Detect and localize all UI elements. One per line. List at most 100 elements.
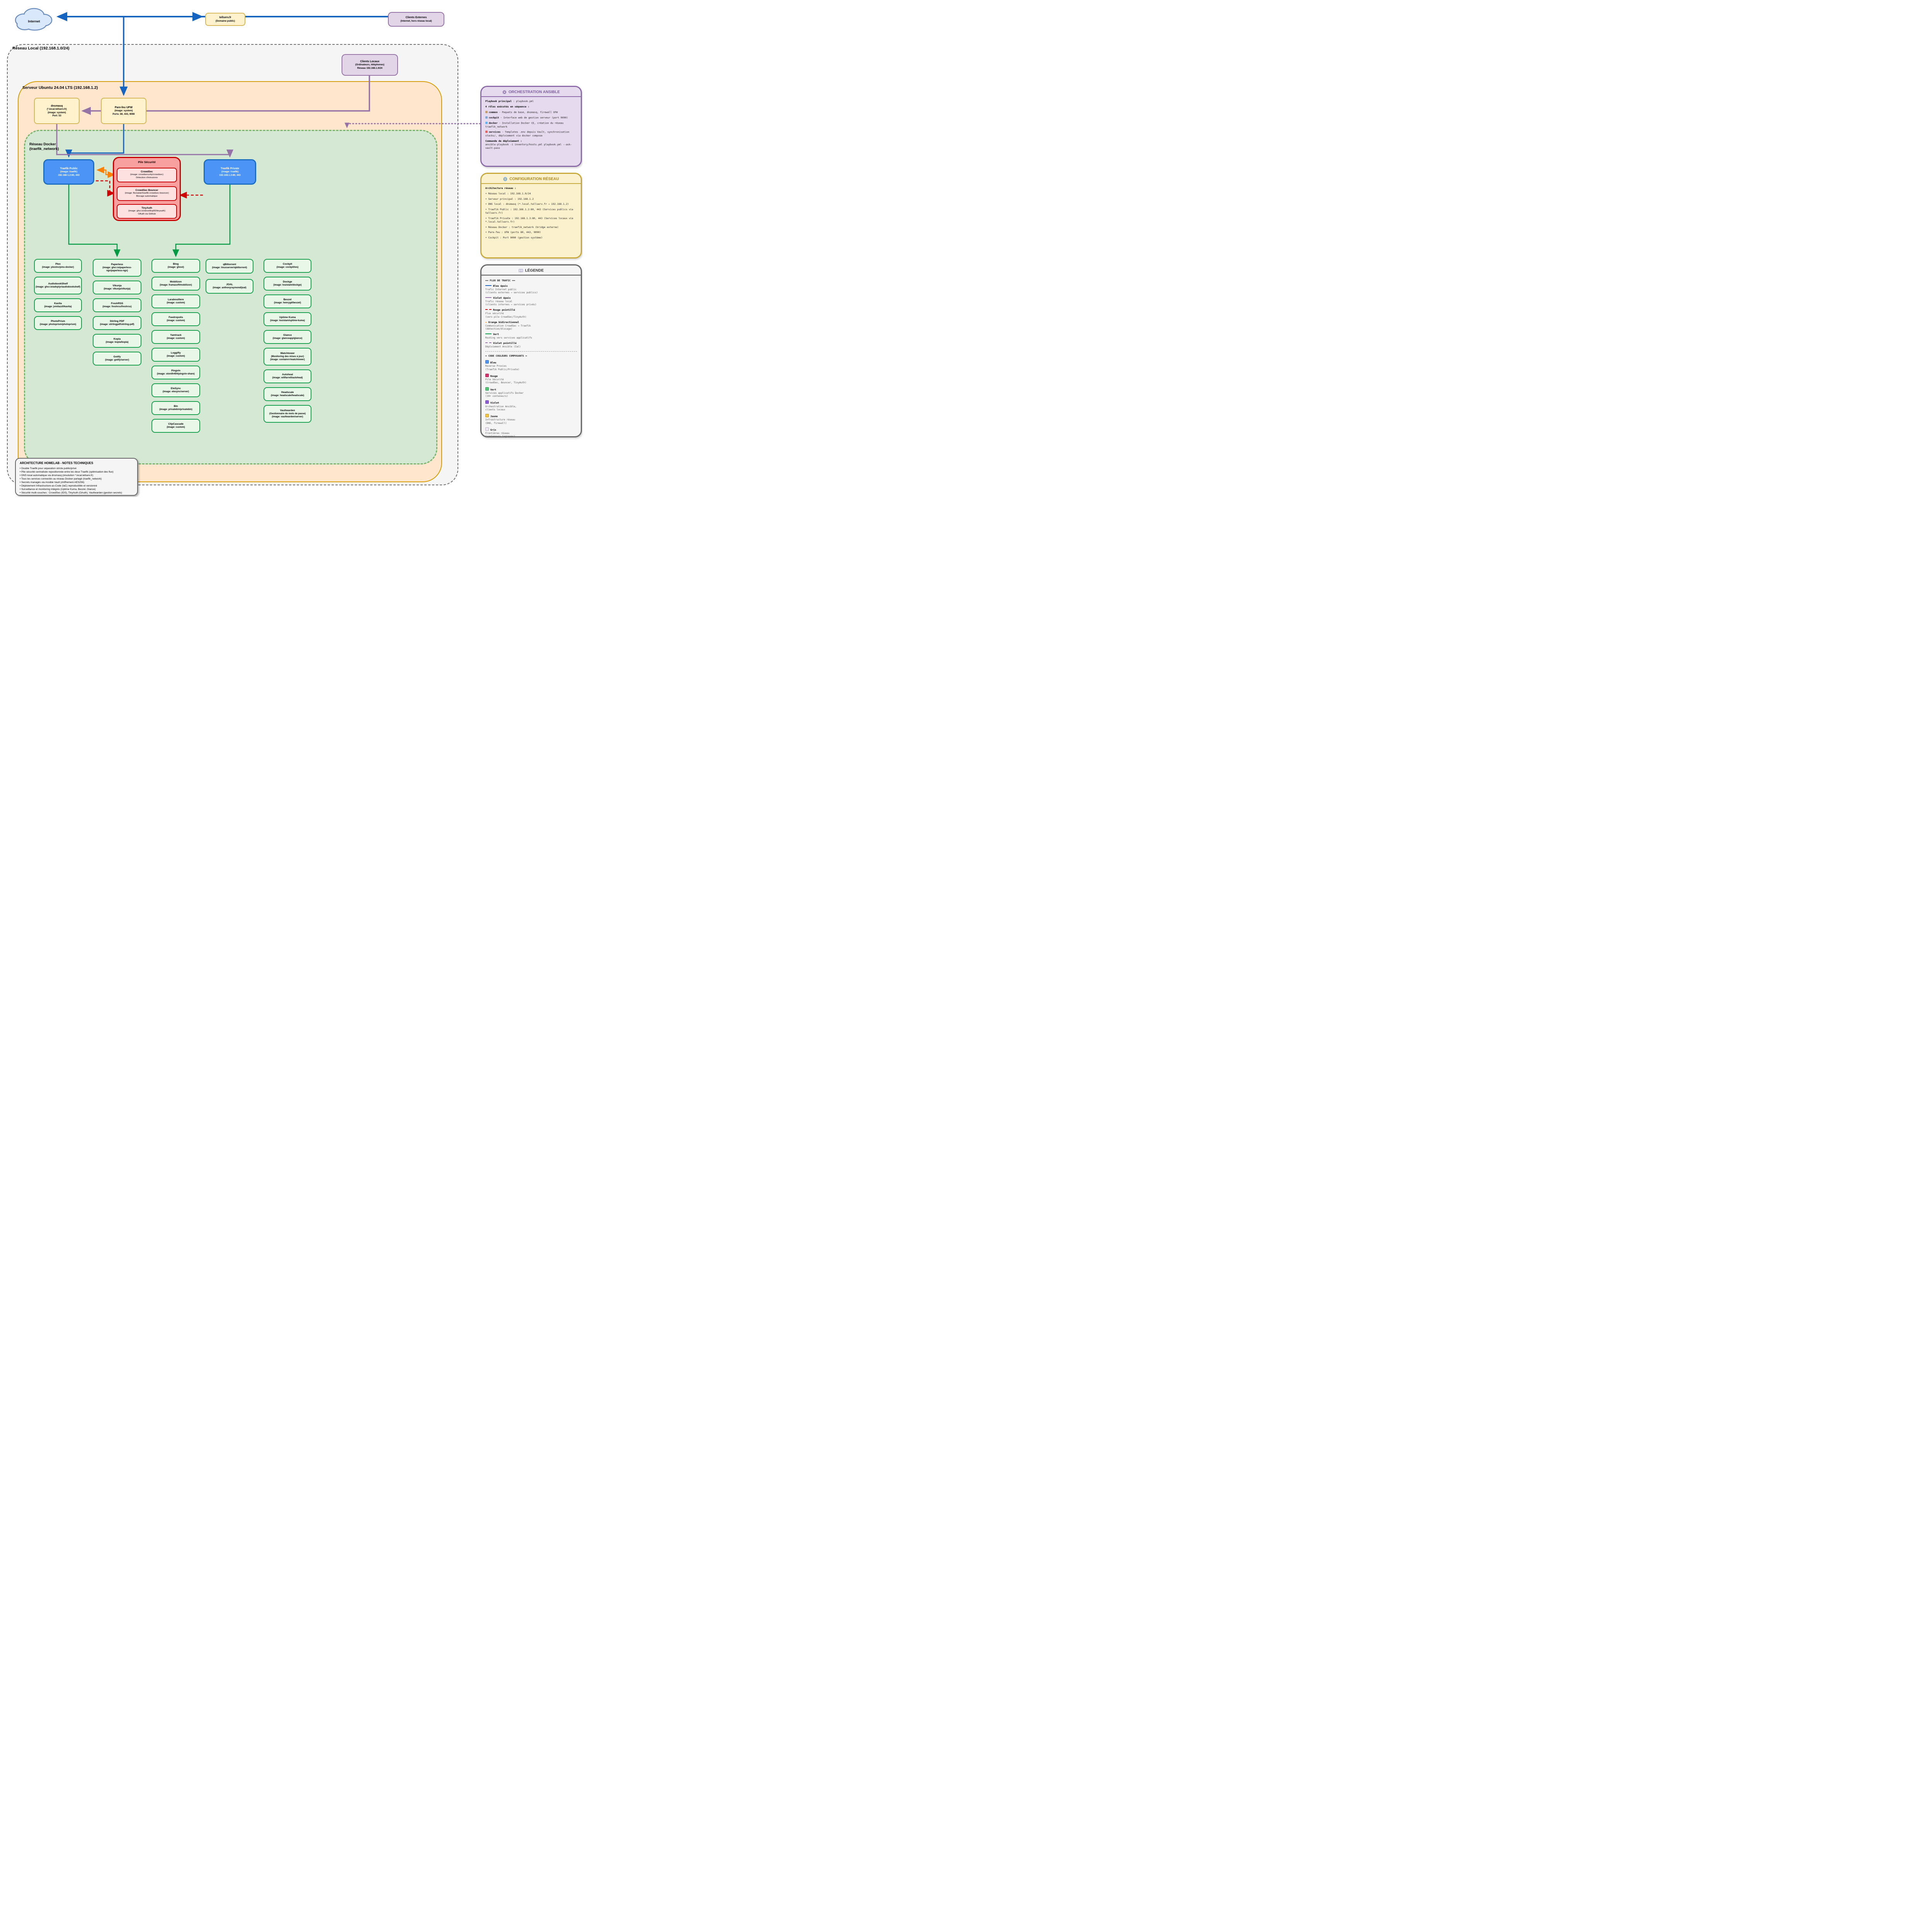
line-swatch-violet bbox=[485, 297, 492, 298]
panel-legende-header: LÉGENDE bbox=[481, 265, 581, 276]
legend-flux-item: ↔Orange bidirectionnel Communication Cro… bbox=[485, 321, 531, 330]
config-item: Cockpit : Port 9090 (gestion système) bbox=[485, 236, 577, 240]
docker-whale-icon bbox=[485, 122, 488, 124]
ansible-line: docker - Installation Docker CE, créatio… bbox=[485, 122, 564, 128]
service-plex: Plex (image: plexinc/pms-docker) bbox=[34, 259, 82, 273]
node-tellserv: tellserv.fr (Domaine public) bbox=[205, 13, 245, 26]
legend-flux-item: Violet épais Trafic réseau local (client… bbox=[485, 297, 537, 306]
ansible-line: common - Paquets de base, dnsmasq, firew… bbox=[485, 111, 577, 114]
service-photoprism: PhotoPrism (image: photoprism/photoprism… bbox=[34, 316, 82, 330]
service-headscale: Headscale (image: headscale/headscale) bbox=[264, 387, 311, 401]
service-vaultwarden: Vaultwarden (Gestionnaire de mots de pas… bbox=[264, 405, 311, 423]
service-paperless: Paperless (image: ghcr.io/paperless-ngx/… bbox=[93, 259, 141, 277]
legend-flux-header: ══ FLUX DE TRAFIC ══ bbox=[485, 279, 515, 282]
note-item: Surveillance et monitoring intégrés (Upt… bbox=[20, 488, 133, 492]
docker-network-label: Réseau Docker (traefik_network) bbox=[29, 142, 59, 151]
monitor-icon bbox=[485, 116, 488, 119]
note-item: Double Traefik pour séparation stricte p… bbox=[20, 467, 133, 471]
legend-code-item: Violet Orchestration Ansible, clients lo… bbox=[485, 400, 577, 412]
color-swatch-bleu bbox=[485, 360, 489, 364]
service-clipcascade: ClipCascade (image: custom) bbox=[151, 419, 200, 433]
note-item: Sécurité multi-couches : CrowdSec (IDS),… bbox=[20, 492, 133, 495]
node-tinyauth: TinyAuth (image: ghcr.io/steveiliop56/ti… bbox=[117, 204, 177, 219]
flow-public-to-bouncer bbox=[96, 180, 115, 197]
legend-code-item: Vert Services applicatifs Docker (30+ co… bbox=[485, 387, 577, 398]
node-dnsmasq: dnsmasq (*.local.tellserv.fr) (image: sy… bbox=[34, 98, 80, 124]
node-ufw: Pare-feu UFW (image: system) Ports: 80, … bbox=[101, 98, 146, 124]
config-item: Traefik Public : 192.168.1.2:80, 443 (Se… bbox=[485, 208, 577, 215]
config-heading: Architecture réseau : bbox=[485, 187, 516, 190]
bidirectional-arrow-icon: ↔ bbox=[485, 321, 487, 324]
flow-traefik-private-to-services bbox=[172, 185, 231, 257]
legend-code-item: Jaune Infrastructure réseau (DNS, firewa… bbox=[485, 414, 577, 425]
homelab-architecture-diagram: Internet Réseau Local (192.168.1.0/24) S… bbox=[0, 0, 583, 497]
ansible-line: 4 rôles exécutés en séquence : bbox=[485, 105, 529, 108]
service-bin: Bin (image: privatebin/privatebin) bbox=[151, 401, 200, 415]
ansible-line: Commande de déploiement : bbox=[485, 139, 522, 143]
service-joal: JOAL (image: anthonyraymond/joal) bbox=[206, 279, 253, 294]
package-icon bbox=[485, 111, 488, 113]
ansible-line: cockpit - Interface web de gestion serve… bbox=[485, 116, 577, 120]
note-item: Tous les services connectés au réseau Do… bbox=[20, 478, 133, 481]
flow-clients-locaux-to-dnsmasq bbox=[81, 76, 370, 115]
node-clients-locaux: Clients Locaux (Ordinateurs, téléphones)… bbox=[342, 54, 398, 76]
panel-ansible-header: ORCHESTRATION ANSIBLE bbox=[481, 87, 581, 97]
flow-traefik-public-to-services bbox=[68, 185, 121, 257]
note-item: DNS local automatique via dnsmasq (résol… bbox=[20, 474, 133, 478]
color-swatch-rouge bbox=[485, 373, 489, 377]
panel-configuration-reseau: CONFIGURATION RÉSEAU Architecture réseau… bbox=[480, 173, 582, 259]
legend-codes-header: ═ CODE COULEURS COMPOSANTS ═ bbox=[485, 354, 527, 358]
service-freshrss: FreshRSS (image: freshrss/freshrss) bbox=[93, 298, 141, 312]
legend-code-item: Rouge Pile Sécurité (CrowdSec, Bouncer, … bbox=[485, 373, 577, 385]
service-yamtrack: Yamtrack (image: custom) bbox=[151, 330, 200, 344]
legend-code-item: Gris Frontières réseau (conteneurs logiq… bbox=[485, 427, 577, 439]
config-item: Réseau local : 192.168.1.0/24 bbox=[485, 192, 577, 196]
service-stirling-pdf: Stirling PDF (image: stirlingpdf/stirlin… bbox=[93, 316, 141, 330]
service-cockpit: Cockpit (image: cockpit/ws) bbox=[264, 259, 311, 273]
globe-icon bbox=[503, 177, 507, 181]
rocket-icon bbox=[485, 131, 488, 133]
service-mobilizon: Mobilizon (image: framasoft/mobilizon) bbox=[151, 277, 200, 291]
node-traefik-public: Traefik Public (image: traefik) 192.168.… bbox=[43, 159, 94, 185]
legend-code-item: Bleu Reverse Proxies (Traefik Public/Pri… bbox=[485, 360, 577, 371]
service-etesync: EteSync (image: etesync/server) bbox=[151, 383, 200, 397]
color-swatch-violet bbox=[485, 400, 489, 404]
legend-flux-item: Violet pointillé Déploiement Ansible (Ia… bbox=[485, 342, 521, 348]
legend-flux-item: Bleu épais Trafic Internet public (clien… bbox=[485, 284, 538, 294]
line-swatch-blue bbox=[485, 285, 492, 286]
node-clients-externes: Clients Externes (Internet, hors réseau … bbox=[388, 12, 444, 27]
service-feedropolis: Feedropolis (image: custom) bbox=[151, 312, 200, 326]
node-traefik-private: Traefik Private (image: traefik) 192.168… bbox=[204, 159, 256, 185]
flow-crowdsec-traefik bbox=[96, 167, 116, 178]
config-item: Traefik Private : 192.168.1.3:80, 443 (S… bbox=[485, 217, 577, 224]
book-icon bbox=[519, 269, 523, 272]
service-watchtower: Watchtower (Monitoring des mises à jour)… bbox=[264, 348, 311, 366]
legend-flux-item: Rouge pointillé Flux sécurité (vers pile… bbox=[485, 309, 527, 318]
config-item: Serveur principal : 192.168.1.2 bbox=[485, 198, 577, 201]
panel-legende: LÉGENDE ══ FLUX DE TRAFIC ══ Bleu épais … bbox=[480, 264, 582, 439]
reseau-local-label: Réseau Local (192.168.1.0/24) bbox=[12, 46, 70, 51]
config-item: DNS local : dnsmasq (*.local.tellserv.fr… bbox=[485, 203, 577, 206]
serveur-label: Serveur Ubuntu 24.04 LTS (192.168.1.2) bbox=[22, 85, 98, 90]
line-swatch-green bbox=[485, 333, 492, 334]
note-item: Déploiement Infrastructure-as-Code (IaC)… bbox=[20, 485, 133, 488]
config-item: Pare-feu : UFW (ports 80, 443, 9090) bbox=[485, 231, 577, 235]
ansible-command: ansible-playbook -i inventory/hosts.yml … bbox=[485, 143, 572, 150]
service-blog: Blog (image: ghost) bbox=[151, 259, 200, 273]
service-kavita: Kavita (image: jvmilazz0/kavita) bbox=[34, 298, 82, 312]
dash-swatch-red bbox=[485, 309, 492, 310]
service-loggifly: Loggifly (image: custom) bbox=[151, 348, 200, 362]
node-crowdsec-bouncer: CrowdSec Bouncer (image: fbonalair/traef… bbox=[117, 186, 177, 201]
service-glance: Glance (image: glanceapp/glance) bbox=[264, 330, 311, 344]
config-item: Réseau Docker : traefik_network (bridge … bbox=[485, 226, 577, 230]
note-item: Secrets managés via Ansible Vault (chiff… bbox=[20, 481, 133, 485]
panel-config-header: CONFIGURATION RÉSEAU bbox=[481, 174, 581, 184]
service-vikunja: Vikunja (image: vikunja/vikunja) bbox=[93, 281, 141, 294]
ansible-line: services - Templates .env depuis Vault, … bbox=[485, 131, 570, 137]
color-swatch-jaune bbox=[485, 414, 489, 417]
service-beszel: Beszel (image: henrygd/beszel) bbox=[264, 294, 311, 308]
legend-flux-item: Vert Routing vers services applicatifs bbox=[485, 333, 532, 339]
flow-dnsmasq-to-traefik-private bbox=[56, 124, 233, 158]
color-swatch-gris bbox=[485, 427, 489, 431]
node-crowdsec: CrowdSec (image: crowdsecurity/crowdsec)… bbox=[117, 168, 177, 182]
